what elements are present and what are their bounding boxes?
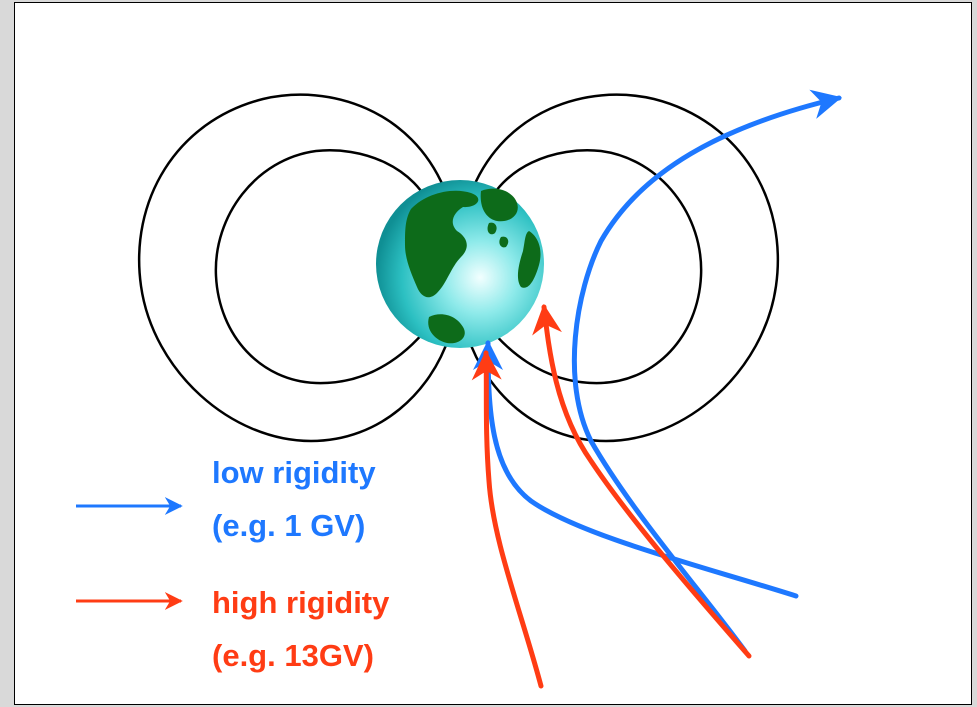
legend-low-line2: (e.g. 1 GV) <box>212 508 365 543</box>
earth-globe-icon <box>376 180 544 348</box>
trajectory-low-rigidity-arriving <box>473 340 799 599</box>
landmass-south-america <box>428 314 465 344</box>
landmass-europe-africa <box>517 231 541 288</box>
field-line-left-inner <box>214 149 435 385</box>
field-line-right-outer <box>466 93 780 443</box>
legend-low-line1: low rigidity <box>212 455 376 490</box>
legend: low rigidity (e.g. 1 GV) high rigidity (… <box>76 455 390 673</box>
landmass-north-america <box>405 190 479 298</box>
legend-high-line1: high rigidity <box>212 585 390 620</box>
field-line-left-outer <box>137 93 451 443</box>
landmass-islands <box>487 222 509 248</box>
trajectory-high-rigidity-right <box>532 304 752 659</box>
trajectory-high-rigidity-center <box>471 350 544 689</box>
trajectories <box>471 89 842 689</box>
legend-high-line2: (e.g. 13GV) <box>212 638 374 673</box>
trajectory-low-rigidity-escaping <box>571 89 842 654</box>
magnetosphere-diagram: low rigidity (e.g. 1 GV) high rigidity (… <box>76 89 842 689</box>
landmass-greenland <box>480 188 518 222</box>
diagram-frame: low rigidity (e.g. 1 GV) high rigidity (… <box>14 2 972 705</box>
